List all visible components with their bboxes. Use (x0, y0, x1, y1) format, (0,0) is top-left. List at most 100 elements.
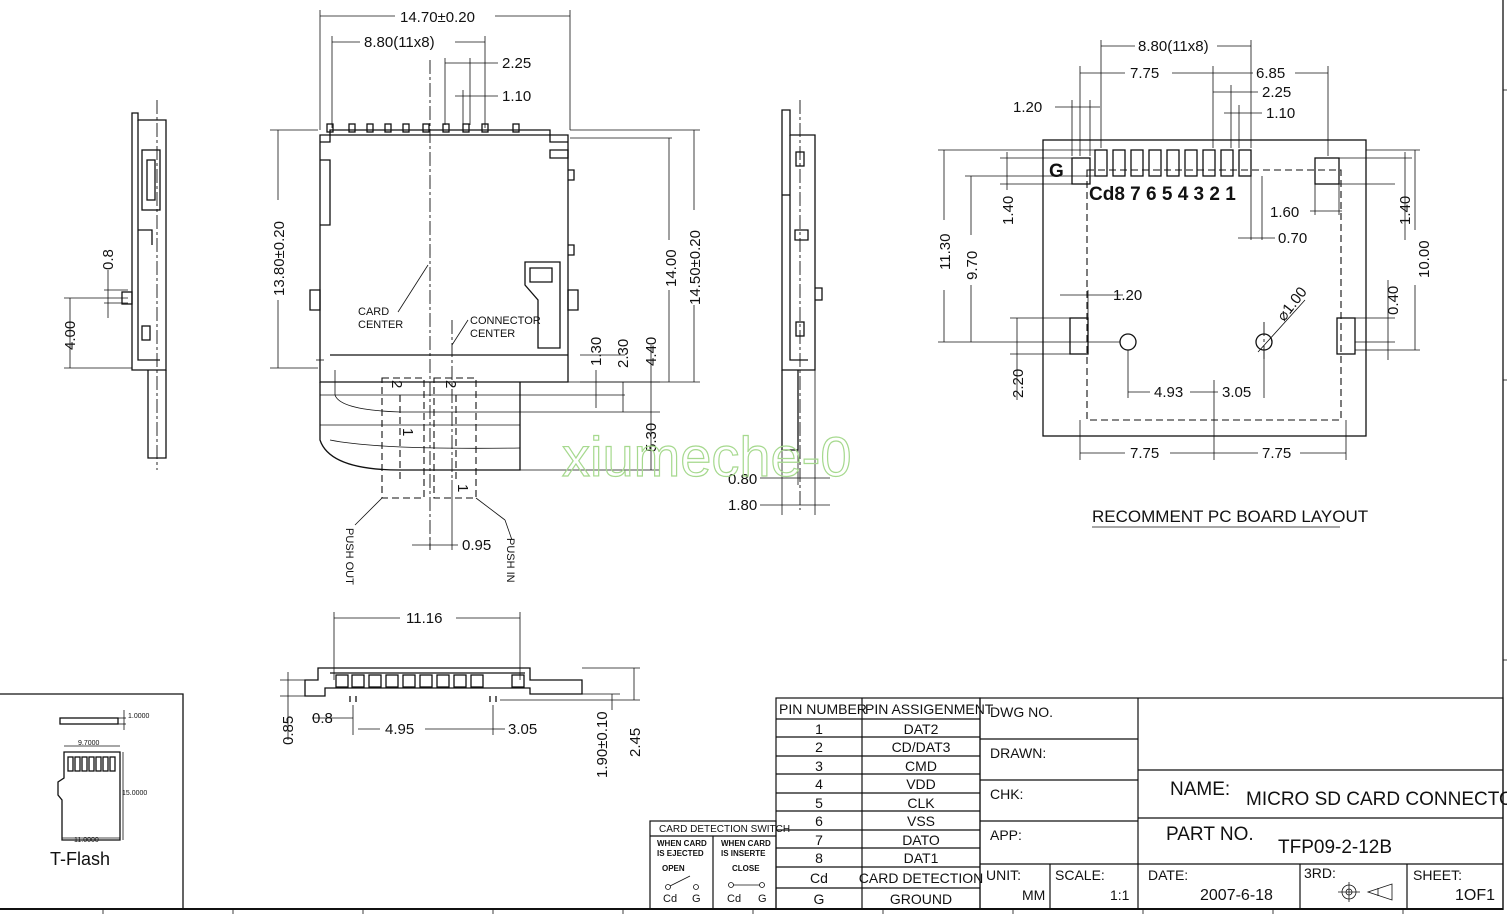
pin-number-cell: 4 (815, 776, 823, 792)
connector-center-line1: CONNECTOR (470, 315, 541, 327)
pin-table-header-assignment: PIN ASSIGENMENT (865, 701, 994, 717)
front-view: 11.16 0.85 0.8 4.95 3.05 1.90±0.10 2.45 (280, 610, 644, 778)
dim-offset: 0.95 (462, 537, 491, 554)
pin-number-cell: 6 (815, 813, 823, 829)
left-side-view: 0.8 4.00 (62, 100, 167, 470)
switch-g1: G (692, 893, 701, 905)
pin-assignment-cell: VSS (907, 813, 935, 829)
pcb-dim-070: 0.70 (1278, 230, 1307, 247)
card-center-line1: CARD (358, 306, 389, 318)
pcb-dim-685: 6.85 (1256, 65, 1285, 82)
pin-table-header-number: PIN NUMBER (779, 701, 867, 717)
left-dim-08: 0.8 (100, 249, 117, 270)
dim-530: 5.30 (643, 423, 660, 452)
front-dim-width: 11.16 (406, 610, 442, 627)
pin-assignment-cell: CMD (905, 758, 937, 774)
pcb-dim-1130: 11.30 (937, 234, 954, 270)
pcb-dim-140-right: 1.40 (1397, 196, 1414, 225)
connector-center-line2: CENTER (470, 328, 515, 340)
pin-number-cell: Cd (810, 870, 828, 886)
pin-number-cell: 1 (815, 721, 823, 737)
tb-scale-label: SCALE: (1055, 867, 1105, 883)
pin-number-cell: 8 (815, 850, 823, 866)
tb-name-value: MICRO SD CARD CONNECTOR (1246, 789, 1507, 810)
front-dim-085: 0.85 (280, 716, 297, 745)
switch-cd2: Cd (727, 893, 741, 905)
dim-230: 2.30 (615, 339, 632, 368)
pcb-dim-120-mid: 1.20 (1113, 287, 1142, 304)
tflash-width-top: 9.7000 (78, 740, 100, 747)
tb-sheet-value: 1OF1 (1455, 887, 1495, 904)
tb-scale-value: 1:1 (1110, 887, 1130, 903)
mark-1b: 1 (454, 484, 471, 492)
switch-close: CLOSE (732, 864, 760, 873)
pin-assignment-table: PIN NUMBER PIN ASSIGENMENT 1 DAT2 2 CD/D… (775, 697, 994, 910)
pin-number-cell: 2 (815, 739, 823, 755)
pcb-dim-225: 2.25 (1262, 84, 1291, 101)
right-side-view: 0.80 1.80 (728, 100, 830, 515)
projection-symbol-icon (1338, 882, 1393, 902)
switch-col2-line2: IS INSERTE (721, 849, 766, 858)
pcb-dim-970: 9.70 (964, 251, 981, 280)
tb-sheet-label: SHEET: (1413, 867, 1462, 883)
push-out-label: PUSH OUT (343, 528, 355, 585)
mark-2b: 2 (442, 380, 459, 388)
dim-080: 0.80 (728, 471, 757, 488)
dim-440: 4.40 (643, 337, 660, 366)
left-dim-400: 4.00 (62, 321, 79, 350)
tb-unit-label: UNIT: (986, 867, 1021, 883)
dim-130: 1.30 (588, 337, 605, 366)
pin-assignment-cell: CD/DAT3 (892, 739, 951, 755)
tb-part-label: PART NO. (1166, 824, 1254, 845)
pcb-hole-dia: ⌀1.00 (1274, 284, 1311, 325)
tb-app: APP: (990, 827, 1022, 843)
pin-number-cell: 7 (815, 832, 823, 848)
pin-assignment-cell: VDD (906, 776, 936, 792)
pin-assignment-cell: DATO (902, 832, 940, 848)
dim-overall-width: 14.70±0.20 (400, 9, 475, 26)
pin-assignment-cell: DAT2 (904, 721, 939, 737)
tflash-outline-box: 1.0000 9.7000 15.0000 11.0000 T-Flash (0, 693, 184, 909)
dim-pin-width: 1.10 (502, 88, 531, 105)
switch-col1-line2: IS EJECTED (657, 849, 704, 858)
title-block: DWG NO. DRAWN: CHK: APP: UNIT: MM SCALE:… (979, 697, 1507, 910)
tflash-height: 15.0000 (122, 790, 147, 797)
mark-2a: 2 (388, 380, 405, 388)
front-dim-08: 0.8 (312, 710, 333, 727)
dim-inner-height: 14.00 (663, 249, 680, 287)
pcb-dim-220: 2.20 (1010, 369, 1027, 398)
tb-date-label: DATE: (1148, 867, 1188, 883)
pcb-dim-775-left: 7.75 (1130, 445, 1159, 462)
dim-total-height: 14.50±0.20 (687, 230, 704, 305)
tb-unit-value: MM (1022, 887, 1045, 903)
switch-cd1: Cd (663, 893, 677, 905)
pin-assignment-cell: CLK (907, 795, 935, 811)
tb-third-label: 3RD: (1304, 865, 1336, 881)
pad-g-label: G (1049, 161, 1064, 182)
tb-drawn: DRAWN: (990, 745, 1046, 761)
push-in-label: PUSH IN (504, 538, 516, 583)
switch-col1-line1: WHEN CARD (657, 839, 707, 848)
pcb-dim-040: 0.40 (1385, 286, 1402, 315)
pcb-dim-160: 1.60 (1270, 204, 1299, 221)
pcb-caption: RECOMMENT PC BOARD LAYOUT (1092, 507, 1368, 526)
pin-assignment-cell: CARD DETECTION (859, 870, 983, 886)
front-dim-190: 1.90±0.10 (594, 711, 611, 778)
switch-title: CARD DETECTION SWITCH (659, 824, 790, 835)
pin-assignment-cell: GROUND (890, 891, 952, 907)
pcb-dim-305: 3.05 (1222, 384, 1251, 401)
pcb-layout-view: G Cd8 7 6 5 4 3 2 1 ⌀1.00 8.80(11x8) 7.7… (937, 38, 1433, 528)
dim-180: 1.80 (728, 497, 757, 514)
switch-col2-line1: WHEN CARD (721, 839, 771, 848)
pcb-dim-775-right: 7.75 (1262, 445, 1291, 462)
pcb-dim-775-top: 7.75 (1130, 65, 1159, 82)
tb-part-value: TFP09-2-12B (1278, 837, 1392, 858)
dim-pin-pitch: 2.25 (502, 55, 531, 72)
switch-g2: G (758, 893, 767, 905)
pin-number-cell: 5 (815, 795, 823, 811)
switch-open: OPEN (662, 864, 685, 873)
pcb-dim-880: 8.80(11x8) (1138, 38, 1209, 55)
tb-name-label: NAME: (1170, 779, 1230, 800)
dim-pitch-span: 8.80(11x8) (364, 34, 435, 51)
